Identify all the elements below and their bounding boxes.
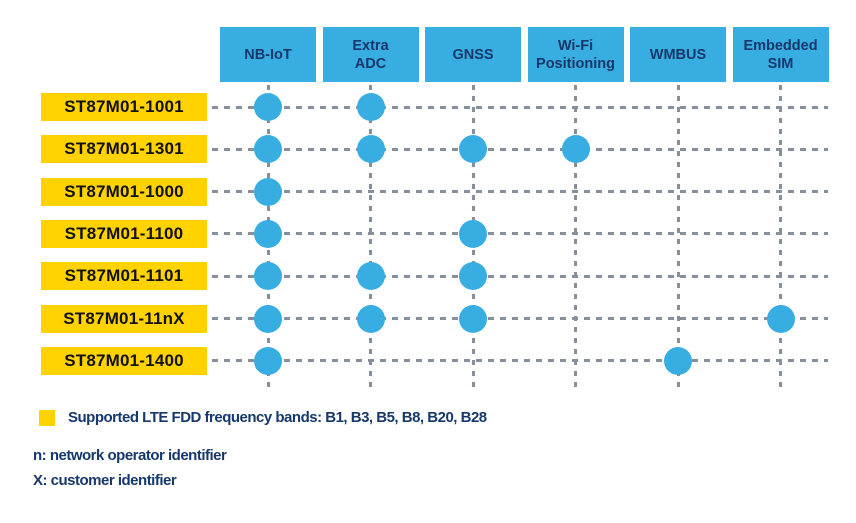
legend-yellow-swatch <box>39 410 55 426</box>
feature-dot-st87m01-1000-nb-iot <box>254 177 282 206</box>
row-dash-line-st87m01-11nx <box>212 317 828 321</box>
feature-dot-st87m01-1101-extra-adc <box>356 262 385 291</box>
feature-header-extra-adc: Extra ADC <box>322 27 419 82</box>
feature-dot-st87m01-1101-gnss <box>459 262 487 291</box>
product-label-st87m01-1000: ST87M01-1000 <box>41 177 207 206</box>
product-label-st87m01-11nx: ST87M01-11nX <box>41 304 207 333</box>
legend-note-n: n: network operator identifier <box>33 447 227 464</box>
product-label-st87m01-1001: ST87M01-1001 <box>41 93 207 121</box>
row-dash-line-st87m01-1101 <box>212 274 828 278</box>
column-dash-line-embedded-sim <box>779 85 782 391</box>
feature-dot-st87m01-1100-gnss <box>459 219 487 248</box>
feature-dot-st87m01-11nx-nb-iot <box>254 304 282 333</box>
feature-header-nb-iot: NB-IoT <box>220 27 316 82</box>
row-dash-line-st87m01-1301 <box>212 147 828 151</box>
feature-dot-st87m01-1301-wi-fi-positioning <box>561 135 590 164</box>
column-dash-line-wi-fi-positioning <box>574 85 577 391</box>
feature-header-gnss: GNSS <box>425 27 521 82</box>
feature-dot-st87m01-1001-extra-adc <box>356 93 385 121</box>
product-label-st87m01-1101: ST87M01-1101 <box>41 262 207 291</box>
legend-bands-text: Supported LTE FDD frequency bands: B1, B… <box>68 409 487 426</box>
row-dash-line-st87m01-1100 <box>212 232 828 236</box>
feature-dot-st87m01-1001-nb-iot <box>254 93 282 121</box>
feature-dot-st87m01-1101-nb-iot <box>254 262 282 291</box>
column-dash-line-extra-adc <box>369 85 372 391</box>
feature-dot-st87m01-1301-nb-iot <box>254 135 282 164</box>
feature-dot-st87m01-1301-extra-adc <box>356 135 385 164</box>
feature-header-wmbus: WMBUS <box>630 27 726 82</box>
legend-note-x: X: customer identifier <box>33 472 177 489</box>
column-dash-line-wmbus <box>676 85 680 391</box>
feature-dot-st87m01-1400-nb-iot <box>254 346 282 375</box>
feature-header-wi-fi-positioning: Wi-Fi Positioning <box>527 27 624 82</box>
feature-dot-st87m01-1100-nb-iot <box>254 219 282 248</box>
product-label-st87m01-1301: ST87M01-1301 <box>41 135 207 164</box>
feature-dot-st87m01-11nx-embedded-sim <box>766 304 795 333</box>
product-label-st87m01-1100: ST87M01-1100 <box>41 219 207 248</box>
row-dash-line-st87m01-1001 <box>212 105 828 109</box>
row-dash-line-st87m01-1400 <box>212 359 828 363</box>
product-label-st87m01-1400: ST87M01-1400 <box>41 346 207 375</box>
feature-dot-st87m01-1400-wmbus <box>664 346 692 375</box>
feature-dot-st87m01-1301-gnss <box>459 135 487 164</box>
feature-dot-st87m01-11nx-gnss <box>459 304 487 333</box>
feature-header-embedded-sim: Embedded SIM <box>732 27 829 82</box>
feature-dot-st87m01-11nx-extra-adc <box>356 304 385 333</box>
row-dash-line-st87m01-1000 <box>212 190 828 194</box>
